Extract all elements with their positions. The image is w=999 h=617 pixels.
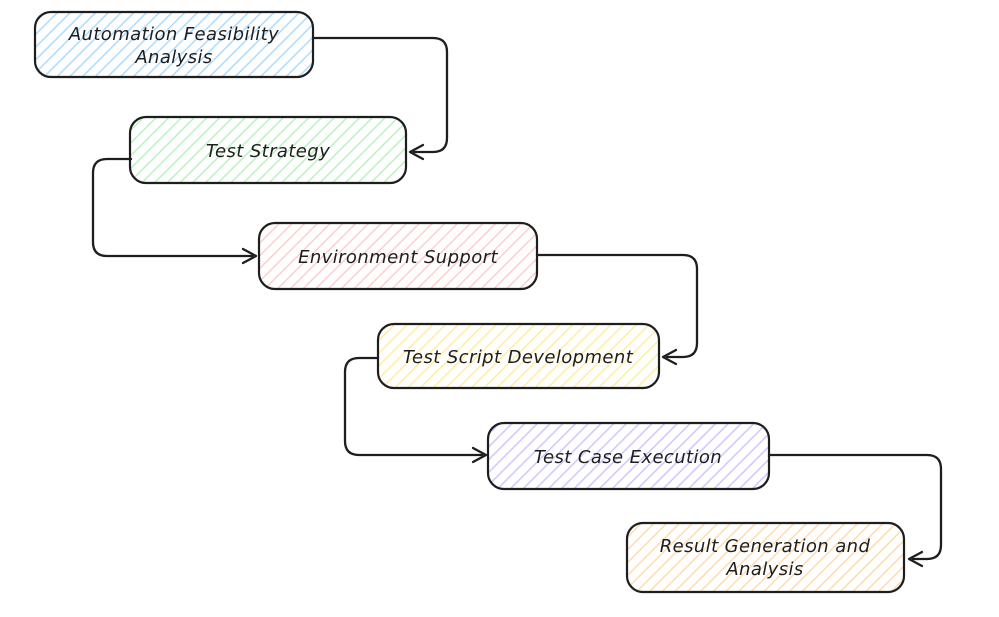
node-box xyxy=(486,421,771,491)
node-label: Test Script Development xyxy=(403,347,634,368)
edge-line xyxy=(311,36,449,154)
node-box xyxy=(128,115,408,185)
edge-line xyxy=(535,253,699,359)
edge-strategy-to-environment[interactable] xyxy=(91,157,258,265)
node-box xyxy=(625,521,906,594)
arrowhead-left-icon xyxy=(408,143,425,161)
node-test-strategy[interactable]: Test Strategy xyxy=(128,115,408,185)
node-environment-support[interactable]: Environment Support xyxy=(257,221,539,291)
arrowhead-left-icon xyxy=(907,550,924,568)
edge-execution-to-result[interactable] xyxy=(767,453,943,568)
node-label-line: Result Generation and xyxy=(660,536,871,557)
node-label-line: Analysis xyxy=(134,47,212,68)
arrowhead-left-icon xyxy=(661,348,678,366)
edge-script-to-execution[interactable] xyxy=(343,356,488,464)
node-test-case-execution[interactable]: Test Case Execution xyxy=(486,421,771,491)
node-label: Test Case Execution xyxy=(534,447,722,468)
edge-line xyxy=(343,356,484,457)
edge-feasibility-to-strategy[interactable] xyxy=(311,36,449,161)
node-box xyxy=(376,322,661,390)
node-label-line: Analysis xyxy=(725,559,803,580)
edge-line xyxy=(767,453,943,561)
arrowhead-right-icon xyxy=(471,446,488,464)
node-label: Environment Support xyxy=(298,247,498,268)
node-box xyxy=(33,10,315,79)
arrowhead-right-icon xyxy=(241,247,258,265)
node-test-script-development[interactable]: Test Script Development xyxy=(376,322,661,390)
edge-environment-to-script[interactable] xyxy=(535,253,699,366)
edge-line xyxy=(91,157,254,258)
node-box xyxy=(257,221,539,291)
node-label: Test Strategy xyxy=(206,141,330,162)
node-label-line: Automation Feasibility xyxy=(68,24,279,45)
